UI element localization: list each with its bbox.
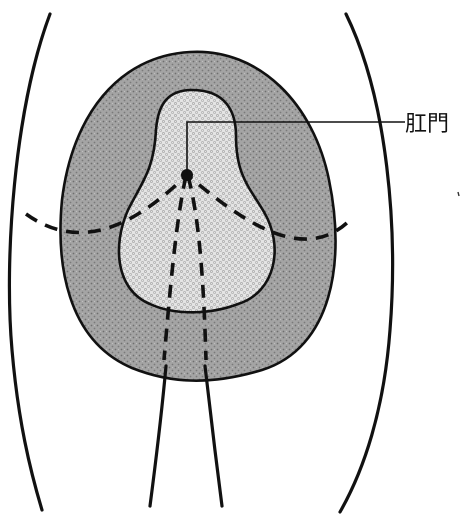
right-leg-line [205,366,222,506]
right-outer-body-contour [340,14,393,512]
left-leg-line [150,366,166,506]
left-outer-body-contour [9,14,50,510]
anus-label: 肛門 [405,112,449,137]
small-stray-mark [458,192,459,196]
